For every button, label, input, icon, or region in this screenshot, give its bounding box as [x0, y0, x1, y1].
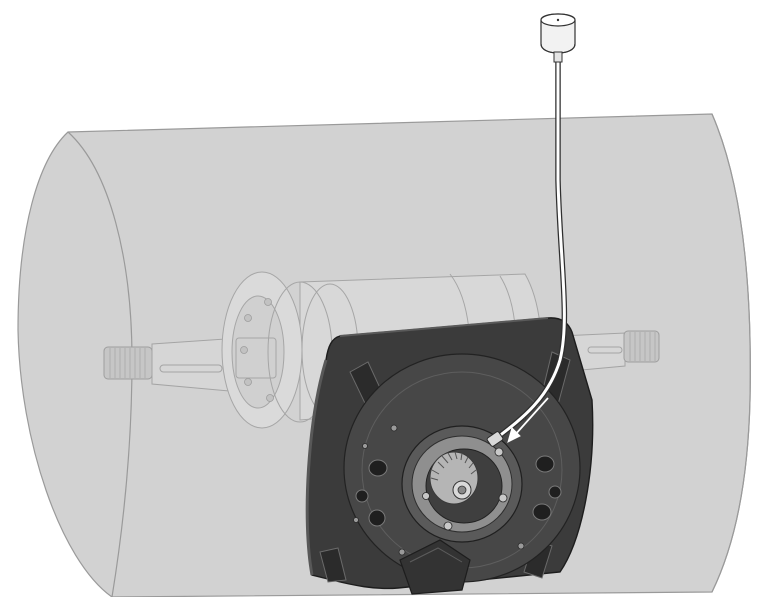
flange-slot-bottom-left [319, 547, 347, 583]
gear-hub-screws [422, 447, 508, 531]
gear-hub [401, 425, 523, 543]
flange-holes [355, 455, 562, 527]
flange-left-edge [305, 359, 328, 576]
gear-spline [429, 451, 479, 505]
mounting-flange [305, 317, 594, 595]
grease-cup-nipple [553, 51, 563, 63]
drum-right-rim [711, 113, 751, 593]
lubrication-tube [486, 49, 568, 447]
grease-cup [540, 13, 576, 63]
shaft-right-thread [623, 330, 660, 363]
shaft-right [559, 330, 660, 373]
shaft-right-keyway [587, 346, 623, 354]
direction-arrow [507, 397, 549, 443]
shaft-left [103, 337, 241, 393]
tube-fitting [486, 431, 504, 447]
flange-bottom-lug [399, 539, 471, 595]
flange-top-edge [339, 317, 549, 337]
hub-left-sleeve [235, 337, 277, 379]
tube-core [492, 50, 566, 442]
shaft-left-keyway [159, 364, 223, 373]
